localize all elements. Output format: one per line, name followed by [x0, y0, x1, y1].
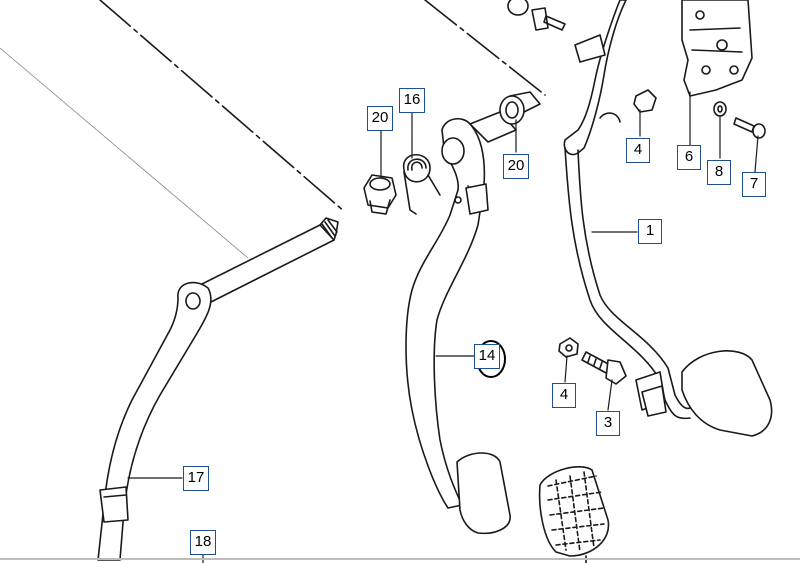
switch-bracket	[681, 0, 753, 97]
callout-6: 6	[677, 145, 701, 170]
nut-lower	[558, 337, 579, 358]
bottom-divider	[0, 558, 800, 560]
bushing-right	[499, 91, 541, 125]
nut-top	[633, 89, 657, 113]
pivot-bolt	[581, 351, 627, 385]
bushing-left	[363, 174, 397, 215]
callout-8: 8	[707, 160, 731, 185]
callout-4-bottom: 4	[552, 383, 576, 408]
return-spring	[403, 154, 441, 215]
callout-1: 1	[638, 219, 662, 244]
pedal-pad	[538, 466, 610, 563]
brake-pedal-arm	[563, 0, 773, 437]
top-bolt	[507, 0, 566, 31]
reference-lines	[0, 0, 546, 259]
callout-18: 18	[190, 530, 216, 555]
callout-17: 17	[183, 466, 209, 491]
screw	[733, 117, 766, 139]
callout-20-left: 20	[367, 106, 393, 131]
callout-7: 7	[742, 172, 766, 197]
callout-3: 3	[596, 411, 620, 436]
washer	[713, 101, 727, 117]
callout-14: 14	[474, 344, 500, 369]
callout-20-right: 20	[503, 154, 529, 179]
clutch-pedal-shaft-arm	[97, 217, 339, 561]
callout-16: 16	[399, 88, 425, 113]
leader-lines	[127, 91, 759, 563]
pedal-assembly-center	[405, 111, 517, 535]
callout-4-top: 4	[626, 138, 650, 163]
